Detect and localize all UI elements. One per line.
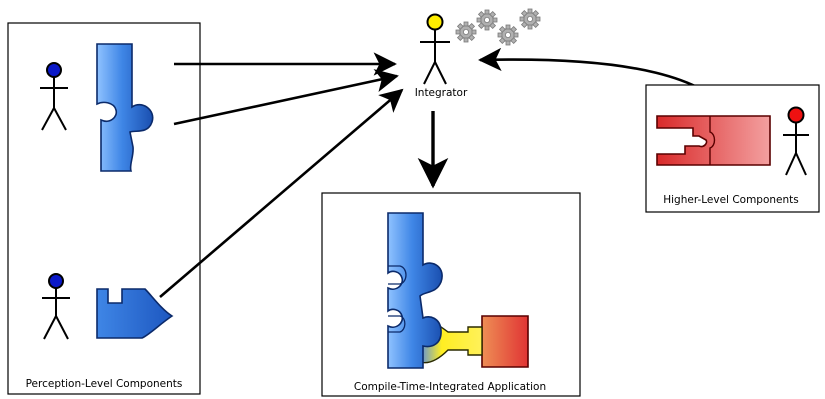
perception-puzzle-piece-icon [96, 43, 154, 172]
perception-actor-1-icon [40, 62, 68, 131]
arrow-perception-mid [173, 69, 399, 126]
perception-level-box: Perception-Level Components [7, 22, 201, 395]
higher-puzzle-piece-icon [656, 115, 771, 166]
arrow-perception-bottom [159, 88, 404, 298]
higher-level-box: Higher-Level Components [645, 84, 820, 213]
app-red-piece-icon [481, 315, 529, 368]
input-arrows [159, 47, 735, 298]
higher-box-label: Higher-Level Components [663, 194, 799, 206]
integrator-label: Integrator [415, 87, 468, 99]
application-box-label: Compile-Time-Integrated Application [354, 381, 546, 393]
application-box: Compile-Time-Integrated Application [321, 192, 581, 397]
higher-actor-icon [783, 106, 809, 176]
app-blue-piece-icon [387, 212, 443, 369]
integrator-actor-icon [420, 13, 450, 85]
gears-icon [455, 8, 541, 46]
perception-box-label: Perception-Level Components [26, 378, 183, 390]
perception-small-piece-icon [96, 288, 174, 339]
perception-actor-2-icon [42, 273, 70, 340]
